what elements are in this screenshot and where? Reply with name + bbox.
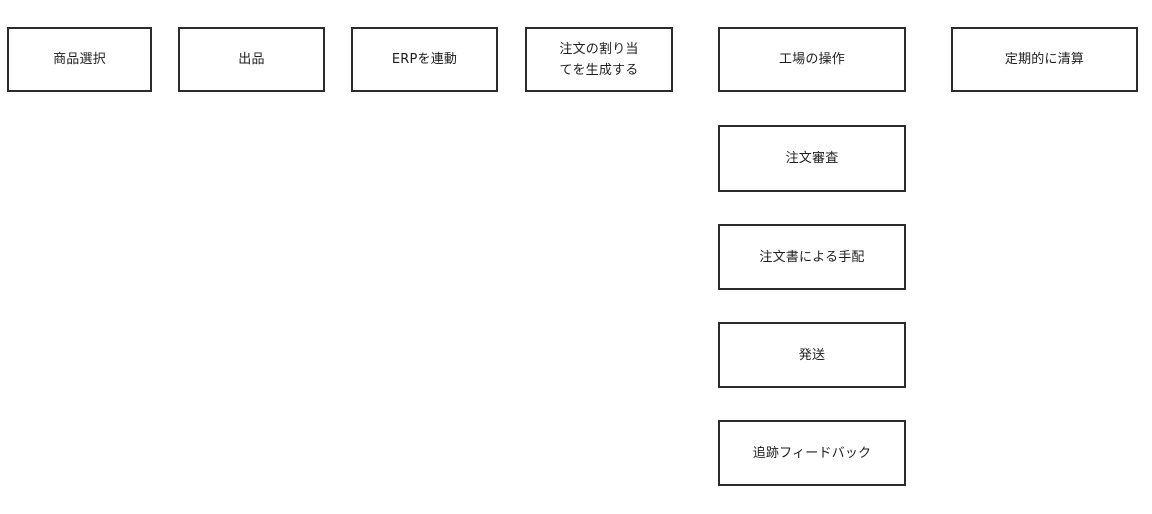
node-erp-integration[interactable]: ERPを連動 [351, 27, 498, 92]
node-label: 商品選択 [53, 52, 106, 67]
node-label: 発送 [798, 347, 826, 363]
node-label: 注文審査 [785, 151, 839, 166]
node-generate-order-allocation[interactable]: 注文の割り当 てを生成する [525, 27, 673, 92]
node-shipping[interactable]: 発送 [718, 322, 906, 388]
node-label: 追跡フィードバック [752, 445, 872, 461]
node-factory-operation[interactable]: 工場の操作 [718, 27, 906, 92]
node-label: 注文書による手配 [759, 249, 865, 265]
node-purchase-order-arrangement[interactable]: 注文書による手配 [718, 224, 906, 290]
node-label: 定期的に清算 [1004, 52, 1085, 67]
node-label: 工場の操作 [778, 52, 845, 67]
node-label: 出品 [238, 52, 265, 67]
node-label: 注文の割り当 てを生成する [559, 41, 639, 78]
node-tracking-feedback[interactable]: 追跡フィードバック [718, 420, 906, 486]
node-listing[interactable]: 出品 [178, 27, 325, 92]
node-product-selection[interactable]: 商品選択 [7, 27, 152, 92]
node-order-review[interactable]: 注文審査 [718, 125, 906, 192]
node-label: ERPを連動 [391, 52, 458, 67]
node-periodic-settlement[interactable]: 定期的に清算 [951, 27, 1138, 92]
